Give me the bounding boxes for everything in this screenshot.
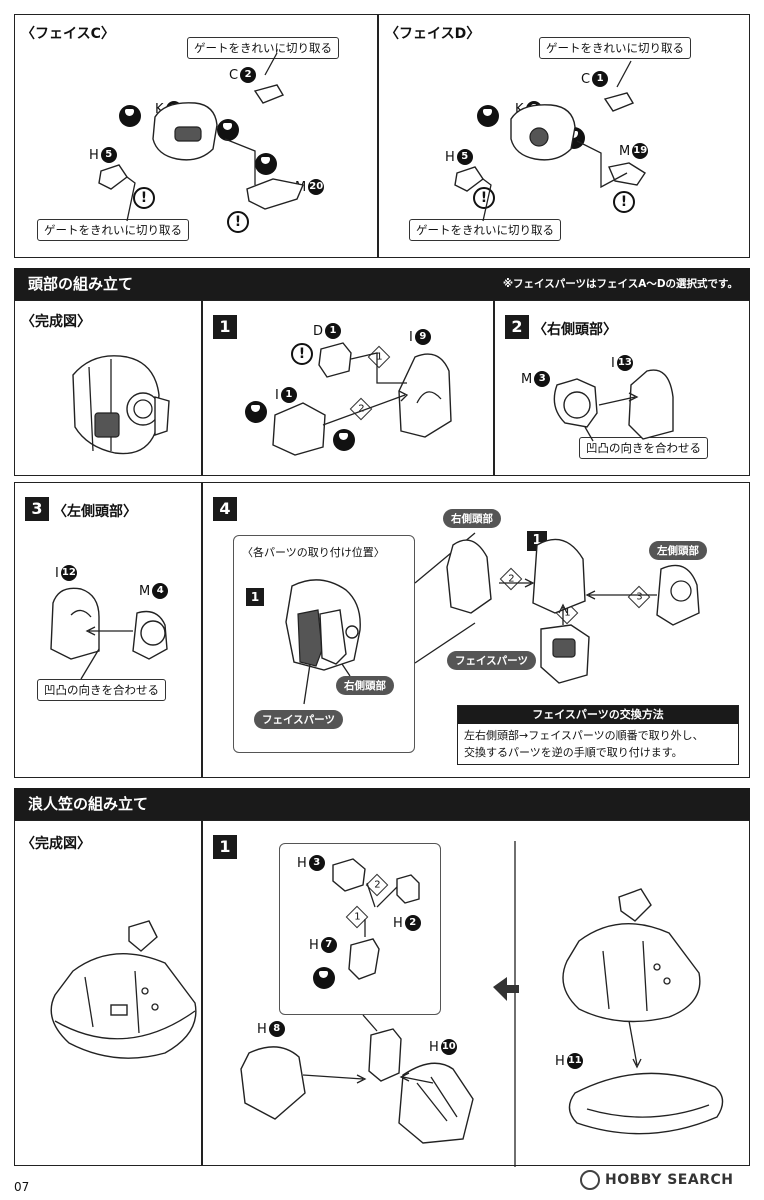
warning-icon: ! <box>227 211 249 233</box>
label-left-head: 左側頭部 <box>649 541 707 560</box>
hat-section-header: 浪人笠の組み立て <box>14 788 750 820</box>
nipper-icon <box>119 105 141 127</box>
inset-step-number: 1 <box>246 588 264 606</box>
nipper-icon <box>255 153 277 175</box>
warning-icon: ! <box>133 187 155 209</box>
page-number: 07 <box>14 1180 30 1194</box>
nipper-icon <box>245 401 267 423</box>
watermark-brand: HOBBY SEARCH <box>605 1172 734 1188</box>
inset-illustration <box>285 579 361 705</box>
hat-complete-illustration <box>50 920 197 1059</box>
step-number: 3 <box>25 497 49 521</box>
watermark-logo-icon <box>580 1170 600 1190</box>
face-d-panel: 〈フェイスD〉 ゲートをきれいに切り取る C1 K6 H5 M19 ゲートをきれ… <box>378 14 750 258</box>
nipper-icon <box>477 105 499 127</box>
nipper-icon <box>313 967 335 989</box>
hat-complete-panel: 〈完成図〉 <box>14 820 202 1166</box>
face-option-note: ※フェイスパーツはフェイスA〜Dの選択式です。 <box>502 278 738 290</box>
face-d-illustration <box>454 60 646 222</box>
label-right-head: 右側頭部 <box>443 509 501 528</box>
head-complete-title: 〈完成図〉 <box>21 314 91 330</box>
face-c-title: 〈フェイスC〉 <box>21 26 115 42</box>
face-d-title: 〈フェイスD〉 <box>385 26 481 42</box>
attachment-position-inset: 〈各パーツの取り付け位置〉 1 右側頭部 フェイスパーツ <box>233 535 415 753</box>
label-face-parts: フェイスパーツ <box>447 651 536 670</box>
inset-label-face-parts: フェイスパーツ <box>254 710 343 729</box>
nipper-icon <box>333 429 355 451</box>
face-c-gate-callout-bottom: ゲートをきれいに切り取る <box>37 219 189 241</box>
head-step2-title: 〈右側頭部〉 <box>533 322 617 338</box>
head-step1-illustration <box>272 342 452 456</box>
head-section-header: 頭部の組み立て ※フェイスパーツはフェイスA〜Dの選択式です。 <box>14 268 750 300</box>
warning-icon: ! <box>291 343 313 365</box>
face-d-gate-callout-top: ゲートをきれいに切り取る <box>539 37 691 59</box>
hat-subassembly-inset <box>279 843 441 1015</box>
watermark: HOBBY SEARCH <box>580 1170 733 1190</box>
step-number: 4 <box>213 497 237 521</box>
face-c-gate-callout-top: ゲートをきれいに切り取る <box>187 37 339 59</box>
head-step3-title: 〈左側頭部〉 <box>53 504 137 520</box>
hat-step1-illustration <box>240 841 724 1167</box>
head-step2-illustration <box>553 369 674 442</box>
warning-icon: ! <box>613 191 635 213</box>
inset-title: 〈各パーツの取り付け位置〉 <box>242 546 385 559</box>
head-section-title: 頭部の組み立て <box>28 275 134 293</box>
method-title: フェイスパーツの交換方法 <box>458 706 738 724</box>
face-c-panel: 〈フェイスC〉 ゲートをきれいに切り取る C2 K9 H5 M20 ゲートをきれ… <box>14 14 378 258</box>
step-number: 2 <box>505 315 529 339</box>
method-line-2: 交換するパーツを逆の手順で取り付けます。 <box>464 746 683 759</box>
step-number: 1 <box>213 315 237 339</box>
head-step3-illustration <box>50 587 168 680</box>
head-step4-panel: 4 〈各パーツの取り付け位置〉 1 右側頭部 フェイスパーツ 右側頭部 1 左側… <box>202 482 750 778</box>
inset-label-right-head: 右側頭部 <box>336 676 394 695</box>
step-number: 1 <box>213 835 237 859</box>
face-d-gate-callout-bottom: ゲートをきれいに切り取る <box>409 219 561 241</box>
face-swap-method-box: フェイスパーツの交換方法 左右側頭部→フェイスパーツの順番で取り外し、 交換する… <box>457 705 739 765</box>
method-line-1: 左右側頭部→フェイスパーツの順番で取り外し、 <box>464 729 704 742</box>
nipper-icon <box>217 119 239 141</box>
head-step4-illustration <box>446 538 700 684</box>
head-complete-panel: 〈完成図〉 <box>14 300 202 476</box>
hat-complete-title: 〈完成図〉 <box>21 836 91 852</box>
head-step3-align-callout: 凹凸の向きを合わせる <box>37 679 166 701</box>
face-c-illustration <box>98 52 304 222</box>
head-complete-illustration <box>72 355 170 455</box>
hat-section-title: 浪人笠の組み立て <box>28 795 149 813</box>
